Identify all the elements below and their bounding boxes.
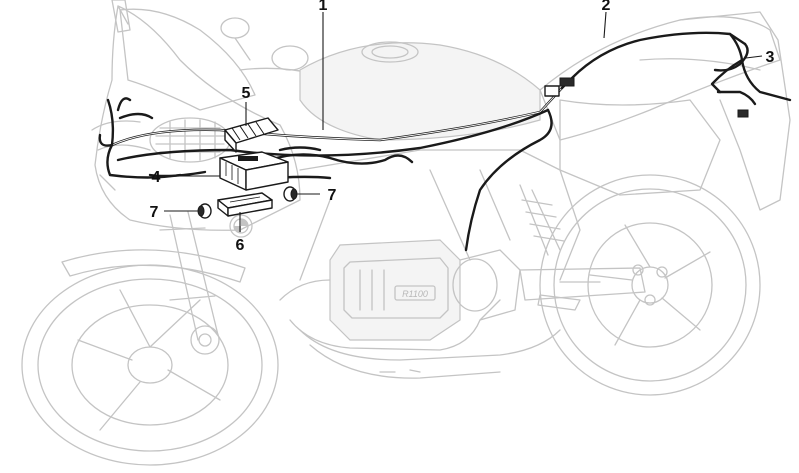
front-fender [61,249,246,283]
rear-connector [559,77,575,87]
relay-connector-part-5 [224,117,279,153]
callout-5: 5 [242,85,251,102]
seat [539,16,781,141]
leader-lines [164,11,763,232]
bmw-logo [229,214,253,238]
fuel-tank [299,42,541,141]
front-fork [159,211,219,341]
engine-badge: R1100 [402,289,428,299]
callout-3: 3 [766,49,775,66]
grommet-part-7-right [283,186,298,202]
frame [299,149,581,281]
plug-connector [544,85,560,97]
callout-2: 2 [602,0,611,14]
rear-wiring-cable [544,31,792,118]
callout-6: 6 [236,237,245,254]
callout-labels: 1 2 3 4 5 6 7 7 [150,0,775,254]
callout-7-left: 7 [150,204,159,221]
front-wheel [21,264,279,466]
exhaust [299,329,561,379]
front-fairing [94,5,301,231]
windscreen [119,8,256,111]
switch-part-6 [217,192,273,217]
grommet-part-7-left [197,203,212,219]
rear-shock [519,184,565,256]
motorcycle-outline: R1100 [21,0,791,466]
left-mirror [111,0,131,33]
swingarm [519,267,646,301]
boxer-engine: R1100 [279,239,521,351]
rear-plug [737,109,749,118]
callout-7-right: 7 [328,187,337,204]
callout-1: 1 [319,0,328,14]
callout-4: 4 [152,169,161,186]
control-module-part-4 [219,151,289,191]
rear-wheel [539,174,761,396]
tail-section [679,11,791,211]
